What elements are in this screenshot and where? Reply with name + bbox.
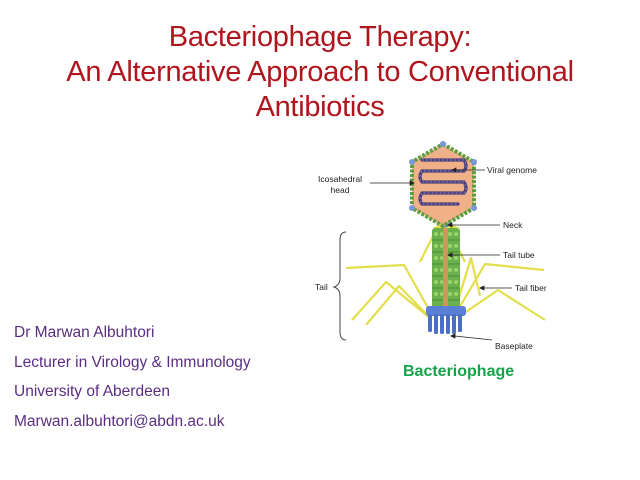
author-block: Dr Marwan Albuhtori Lecturer in Virology… <box>14 318 251 436</box>
label-tail-fiber: Tail fiber <box>515 283 547 293</box>
label-icosahedral-head-2: head <box>331 185 350 195</box>
title-line-2: An Alternative Approach to Conventional <box>66 56 574 88</box>
title-line-1: Bacteriophage Therapy: <box>168 21 472 53</box>
label-neck: Neck <box>503 220 523 230</box>
leader-lines <box>370 167 512 341</box>
label-tail: Tail <box>315 282 328 292</box>
author-institution: University of Aberdeen <box>14 383 170 400</box>
label-icosahedral-head-1: Icosahedral <box>318 174 362 184</box>
tail-brace <box>332 231 347 341</box>
figure-caption: Bacteriophage <box>403 363 515 380</box>
author-email: Marwan.albuhtori@abdn.ac.uk <box>14 412 225 430</box>
label-baseplate: Baseplate <box>495 341 533 351</box>
label-tail-tube: Tail tube <box>503 250 535 260</box>
baseplate <box>426 306 466 334</box>
title-line-3: Antibiotics <box>255 91 385 123</box>
capsid-head <box>409 141 477 229</box>
author-name: Dr Marwan Albuhtori <box>14 324 155 341</box>
author-position: Lecturer in Virology & Immunology <box>14 353 251 371</box>
label-viral-genome: Viral genome <box>487 165 537 175</box>
tail-sheath <box>432 228 460 312</box>
slide-title: Bacteriophage Therapy: An Alternative Ap… <box>0 20 640 125</box>
